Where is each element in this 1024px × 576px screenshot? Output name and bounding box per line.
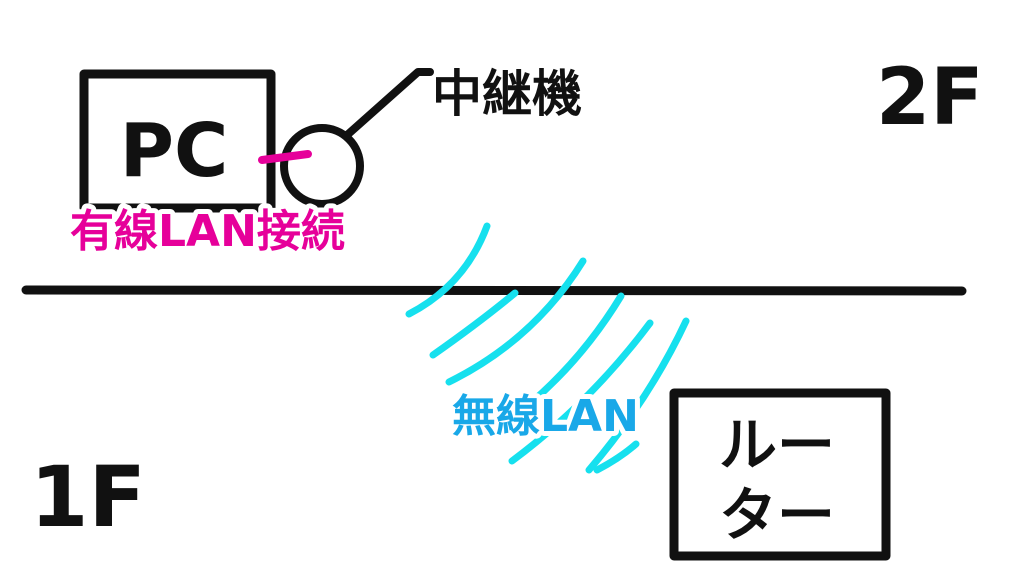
wireless-wave: [429, 289, 519, 359]
repeater-leader-line: [342, 68, 434, 140]
wireless-wave: [486, 292, 625, 438]
router-label-line2: ター: [719, 481, 835, 549]
repeater-circle: [280, 124, 364, 208]
wireless-wave: [585, 317, 690, 474]
router-box: [669, 388, 891, 561]
floor-divider-line: [21, 285, 967, 296]
wireless-wave: [445, 257, 587, 386]
repeater-label: 中継機: [432, 65, 582, 123]
pc-box: [79, 69, 276, 213]
wired-lan-label: 有線LAN接続: [70, 206, 345, 257]
floor-label-lower: 1F: [30, 448, 146, 546]
pc-label: PC: [120, 108, 229, 194]
wireless-wave: [593, 440, 640, 474]
router-label-line1: ルー: [719, 411, 835, 479]
wireless-lan-label: 無線LAN: [452, 391, 639, 442]
wireless-wave: [405, 222, 491, 318]
floor-label-upper: 2F: [876, 53, 984, 143]
wired-lan-cable: [258, 150, 312, 164]
wireless-signal-waves: [405, 222, 690, 474]
wireless-wave: [508, 319, 654, 465]
